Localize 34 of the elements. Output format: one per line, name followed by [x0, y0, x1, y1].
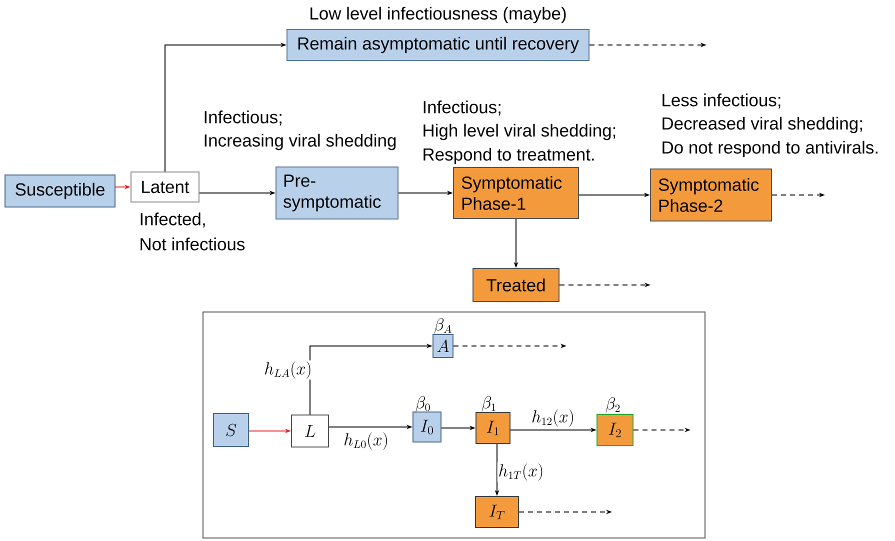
parameter-label: $\beta_1$: [482, 396, 496, 412]
state-box: $I_T$: [475, 496, 519, 528]
edge-label: $h_{L0}(x)$: [342, 431, 390, 451]
state-box: $I_0$: [412, 411, 442, 442]
state-box: Latent: [130, 172, 200, 202]
state-box: Remain asymptomatic until recovery: [286, 29, 590, 61]
annotation-text: Less infectious;: [662, 94, 780, 108]
state-box: Symptomatic Phase-2: [650, 168, 772, 222]
state-box: $I_1$: [476, 412, 510, 444]
edge-label: $h_{LA}(x)$: [263, 360, 313, 380]
state-box: $I_2$: [596, 414, 634, 446]
annotation-text: Infectious;: [204, 110, 282, 126]
state-box: Symptomatic Phase-1: [453, 167, 579, 219]
annotation-text: Infectious;: [424, 100, 500, 116]
annotation-text: Not infectious: [140, 238, 245, 250]
annotation-text: Respond to treatment.: [424, 148, 594, 164]
annotation-text: Decreased viral shedding;: [662, 116, 862, 134]
parameter-label: $\beta_A$: [434, 318, 452, 334]
annotation-text: Infected,: [140, 212, 205, 228]
state-box: Pre- symptomatic: [276, 166, 398, 220]
state-box: Susceptible: [4, 174, 116, 208]
state-box: $S$: [213, 412, 249, 447]
state-box: Treated: [472, 268, 560, 302]
parameter-label: $\beta_0$: [416, 396, 430, 412]
parameter-label: $\beta_2$: [606, 397, 620, 413]
annotation-text: Increasing viral shedding: [204, 134, 396, 150]
state-box: $L$: [291, 414, 329, 448]
annotation-text: Low level infectiousness (maybe): [310, 6, 566, 24]
edge-label: $h_{12}(x)$: [530, 408, 576, 428]
state-box: $A$: [432, 334, 454, 358]
frame-box: [202, 312, 706, 538]
annotation-text: Do not respond to antivirals.: [662, 140, 878, 158]
annotation-text: High level viral shedding;: [424, 124, 616, 140]
edge-label: $h_{1T}(x)$: [497, 462, 545, 482]
